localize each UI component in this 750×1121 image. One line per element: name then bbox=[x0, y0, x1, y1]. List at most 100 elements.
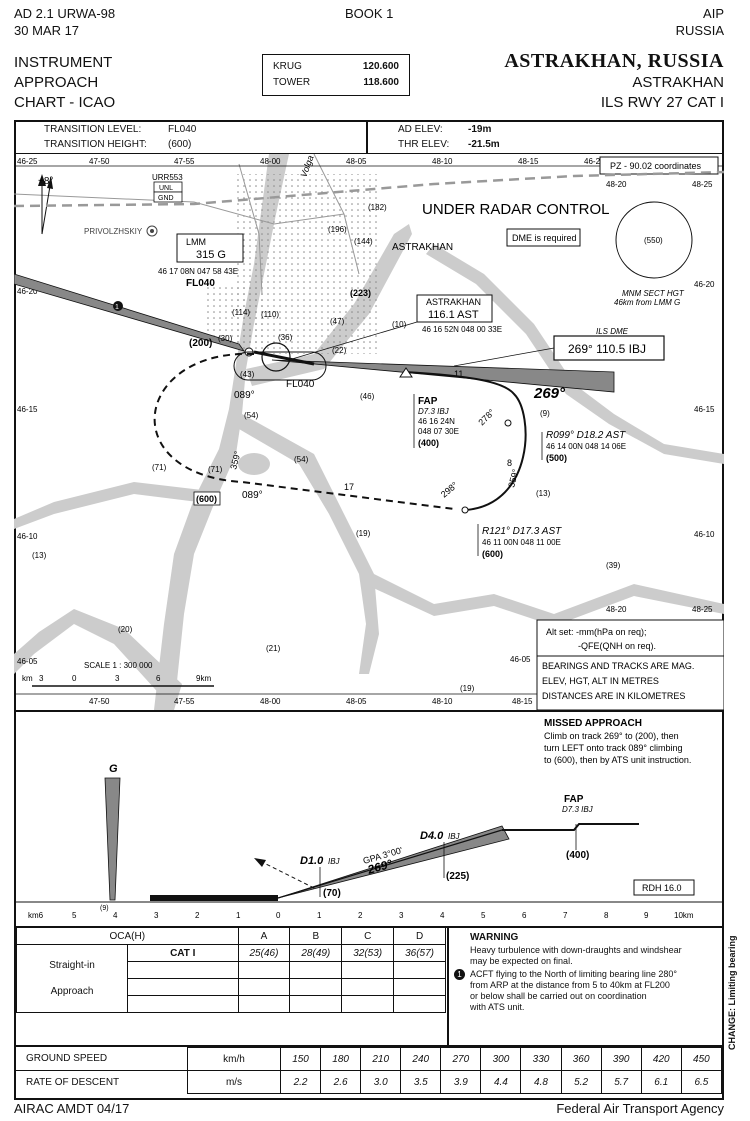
urr553-upper: UNL bbox=[159, 185, 173, 192]
alt-set-2: -QFE(QNH on req). bbox=[578, 641, 656, 651]
fap-label: FAP bbox=[418, 396, 438, 407]
obstacle: (196) bbox=[328, 225, 347, 234]
speed-top-border bbox=[14, 1045, 724, 1047]
msa-text-1: MNM SECT HGT bbox=[622, 289, 685, 298]
missed-approach-title: MISSED APPROACH bbox=[544, 718, 642, 729]
axis-label: 10km bbox=[674, 911, 694, 920]
lat-right-46-05: 46-05 bbox=[510, 655, 531, 664]
lat-right-46-15: 46-15 bbox=[694, 405, 715, 414]
d1-fix: D1.0 bbox=[300, 855, 324, 867]
chart-type-line-3: CHART - ICAO bbox=[14, 94, 116, 111]
lat-right-46-10: 46-10 bbox=[694, 530, 715, 539]
profile-track: 269° bbox=[365, 857, 394, 878]
coord-bottom: 48-00 bbox=[260, 697, 281, 706]
oca-b: 28(49) bbox=[289, 944, 343, 962]
axis-label: 3 bbox=[154, 911, 159, 920]
missed-approach-1: Climb on track 269° to (200), then bbox=[544, 731, 679, 741]
alt-70: (70) bbox=[323, 888, 341, 899]
chart-type-line-1: INSTRUMENT bbox=[14, 54, 113, 71]
book-label: BOOK 1 bbox=[345, 6, 394, 21]
ground-speed-row: GROUND SPEED km/h 150 180 210 240 270 30… bbox=[16, 1047, 723, 1071]
rod-value: 3.0 bbox=[360, 1070, 402, 1094]
vor-name: ASTRAKHAN bbox=[426, 297, 481, 307]
axis-label: 2 bbox=[195, 911, 200, 920]
obstacle: (19) bbox=[460, 684, 475, 693]
missed-approach-2: turn LEFT onto track 089° climbing bbox=[544, 743, 683, 753]
lmm-freq: 315 G bbox=[196, 249, 226, 261]
obstacle: (182) bbox=[368, 203, 387, 212]
cat-a-header: A bbox=[237, 927, 291, 945]
axis-label: km6 bbox=[28, 911, 44, 920]
freq-krug-name: KRUG bbox=[273, 61, 302, 72]
coord-top-48-00: 48-00 bbox=[260, 157, 281, 166]
minima-top-border bbox=[14, 926, 724, 928]
transition-level-label: TRANSITION LEVEL: bbox=[44, 124, 142, 135]
railway-2 bbox=[313, 154, 360, 275]
rod-value: 3.9 bbox=[440, 1070, 482, 1094]
warning-line-1: Heavy turbulence with down-draughts and … bbox=[470, 945, 682, 955]
plan-view: 46-25 47-50 47-55 48-00 48-05 48-10 48-1… bbox=[14, 154, 724, 710]
coord-bottom: 47-50 bbox=[89, 697, 110, 706]
dist-11: 11 bbox=[454, 369, 463, 379]
axis-label: 3 bbox=[399, 911, 404, 920]
coord-top-48-10: 48-10 bbox=[432, 157, 453, 166]
scale-km: km bbox=[22, 674, 33, 683]
freq-tower-value: 118.600 bbox=[363, 77, 399, 88]
coord-top-46-25-b: 46-25 bbox=[584, 157, 605, 166]
track-298: 298° bbox=[439, 480, 460, 500]
urr553-label: URR553 bbox=[152, 173, 183, 182]
rate-of-descent-label: RATE OF DESCENT bbox=[26, 1076, 120, 1088]
railway-3 bbox=[238, 163, 263, 295]
transition-level-value: FL040 bbox=[168, 124, 197, 135]
obstacle: (20) bbox=[118, 625, 133, 634]
localizer-wedge bbox=[271, 359, 615, 393]
bearings-note-1: BEARINGS AND TRACKS ARE MAG. bbox=[542, 661, 694, 671]
track-278: 278° bbox=[476, 407, 497, 428]
cat-b-header: B bbox=[289, 927, 343, 945]
bearings-note-3: DISTANCES ARE IN KILOMETRES bbox=[542, 691, 685, 701]
fap-coord-1: 46 16 24N bbox=[418, 417, 455, 426]
rate-of-descent-unit: m/s bbox=[187, 1070, 281, 1094]
track-359-a: 359° bbox=[228, 450, 243, 471]
alt-225: (225) bbox=[446, 871, 469, 882]
freq-krug-value: 120.600 bbox=[362, 61, 399, 72]
gs-value: 150 bbox=[279, 1047, 322, 1071]
cat-c-header: C bbox=[341, 927, 395, 945]
scale-tick: 9km bbox=[196, 674, 211, 683]
ils-dme-label: ILS DME bbox=[596, 327, 629, 336]
fap-dme: D7.3 IBJ bbox=[418, 407, 450, 416]
obstacle: (144) bbox=[354, 237, 373, 246]
change-note-text: CHANGE: Limiting bearing bbox=[727, 935, 737, 1051]
approach-label-2: Approach bbox=[50, 985, 94, 997]
g-marker-beam bbox=[104, 777, 121, 901]
rod-value: 4.8 bbox=[520, 1070, 562, 1094]
note-1-text: ACFT flying to the North of limiting bea… bbox=[470, 969, 677, 1013]
scale-tick: 6 bbox=[156, 674, 161, 683]
obstacle: (21) bbox=[266, 644, 281, 653]
river-branch-2 bbox=[239, 414, 379, 674]
rod-value: 3.5 bbox=[400, 1070, 442, 1094]
freq-tower-name: TOWER bbox=[273, 77, 311, 88]
axis-label: 1 bbox=[317, 911, 322, 920]
airac-amdt: AIRAC AMDT 04/17 bbox=[14, 1101, 130, 1116]
gs-value: 450 bbox=[680, 1047, 723, 1071]
coord-top-47-55: 47-55 bbox=[174, 157, 195, 166]
urban-area-2 bbox=[204, 284, 264, 344]
ils-freq: 269° 110.5 IBJ bbox=[568, 342, 646, 356]
rod-value: 2.6 bbox=[320, 1070, 362, 1094]
r121-fix: R121° D17.3 AST bbox=[482, 526, 562, 537]
river-branch-3 bbox=[14, 609, 182, 710]
lmm-altitude: FL040 bbox=[186, 278, 215, 289]
note-1-icon: 1 bbox=[454, 969, 465, 980]
rate-of-descent-row: RATE OF DESCENT m/s 2.2 2.6 3.0 3.5 3.9 … bbox=[16, 1070, 723, 1094]
axis-label: 4 bbox=[113, 911, 118, 920]
approach-label-1: Straight-in bbox=[49, 959, 95, 971]
obstacle: (223) bbox=[350, 288, 371, 298]
doc-date: 30 MAR 17 bbox=[14, 23, 80, 38]
r121-coord: 46 11 00N 048 11 00E bbox=[482, 538, 561, 547]
rdh-value: RDH 16.0 bbox=[642, 883, 682, 893]
railway-1 bbox=[14, 193, 345, 225]
vor-coord: 46 16 52N 048 00 33E bbox=[422, 325, 502, 334]
agency-name: Federal Air Transport Agency bbox=[556, 1101, 724, 1116]
gs-value: 420 bbox=[640, 1047, 682, 1071]
